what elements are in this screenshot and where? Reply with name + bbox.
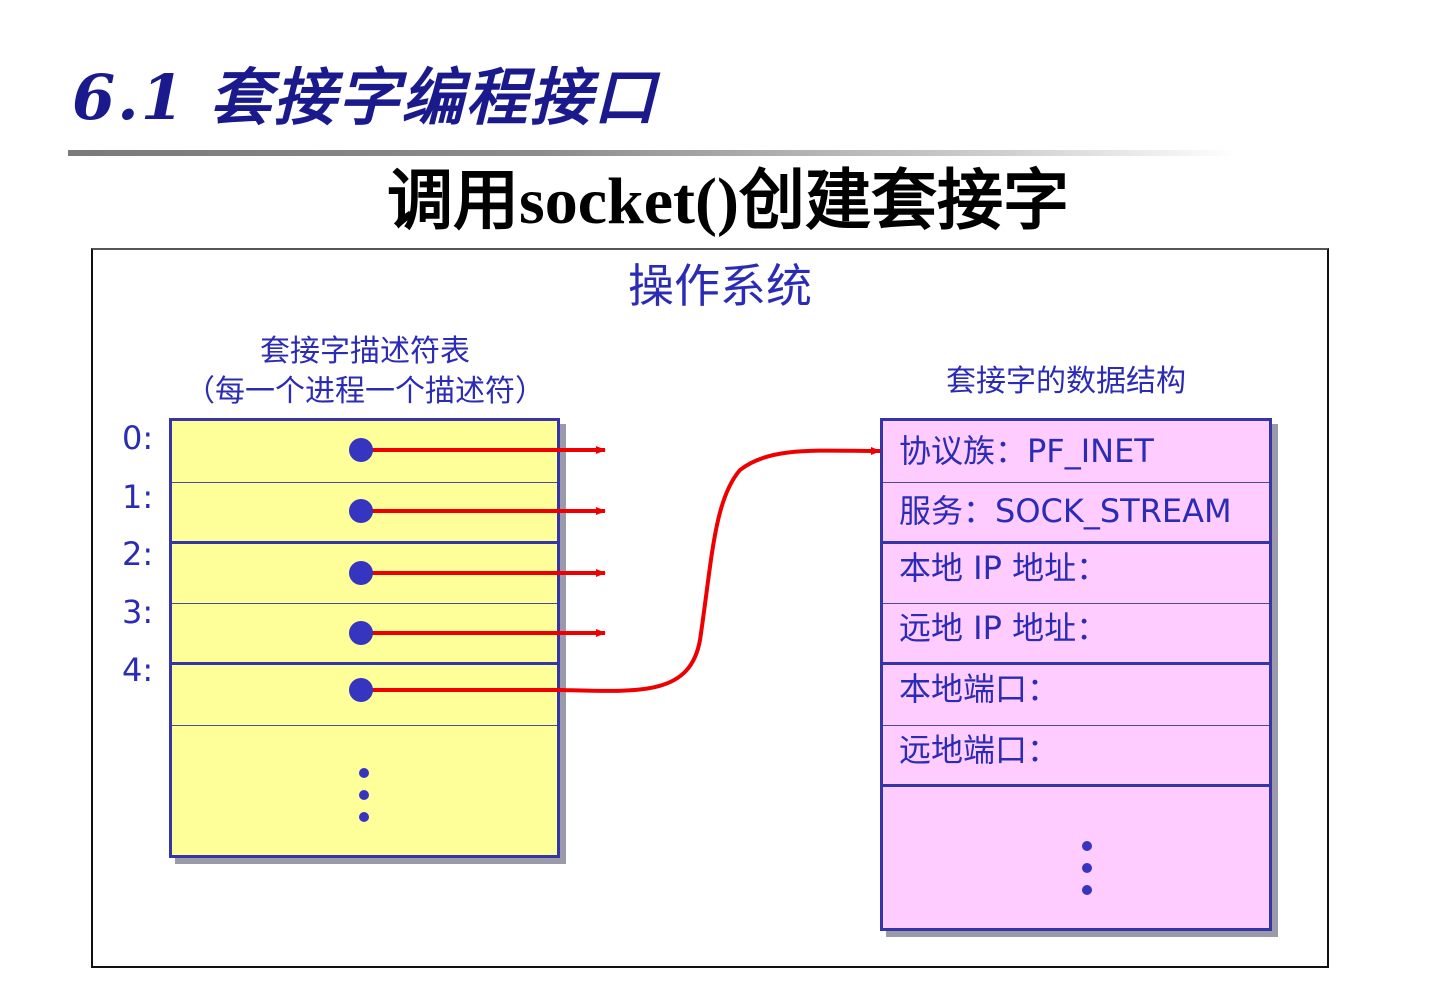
socket-field-row: 远地端口： bbox=[883, 726, 1269, 787]
descriptor-row-more bbox=[172, 726, 557, 855]
descriptor-table bbox=[169, 418, 560, 858]
field-remote-port: 远地端口： bbox=[899, 731, 1060, 769]
slide-subtitle: 调用socket()创建套接字 bbox=[387, 165, 1069, 238]
socket-field-row: 本地 IP 地址： bbox=[883, 544, 1269, 604]
socket-field-row: 本地端口： bbox=[883, 665, 1269, 726]
descriptor-index-0: 0: bbox=[122, 419, 154, 457]
field-protocol-family: 协议族：PF_INET bbox=[899, 432, 1154, 470]
socket-field-row: 远地 IP 地址： bbox=[883, 604, 1269, 665]
field-local-ip: 本地 IP 地址： bbox=[899, 549, 1109, 587]
descriptor-table-subcaption: （每一个进程一个描述符） bbox=[185, 374, 545, 409]
title-divider bbox=[68, 150, 1238, 156]
field-service-type: 服务：SOCK_STREAM bbox=[899, 492, 1232, 530]
descriptor-row-2 bbox=[172, 544, 557, 604]
descriptor-row-1 bbox=[172, 483, 557, 544]
descriptor-index-4: 4: bbox=[122, 651, 154, 689]
field-local-port: 本地端口： bbox=[899, 670, 1060, 708]
socket-data-structure: 协议族：PF_INET 服务：SOCK_STREAM 本地 IP 地址： 远地 … bbox=[880, 418, 1272, 931]
descriptor-row-4 bbox=[172, 665, 557, 726]
descriptor-index-1: 1: bbox=[122, 478, 154, 516]
descriptor-index-2: 2: bbox=[122, 535, 154, 573]
socket-field-row-more bbox=[883, 787, 1269, 928]
socket-structure-caption: 套接字的数据结构 bbox=[946, 364, 1186, 399]
field-remote-ip: 远地 IP 地址： bbox=[899, 609, 1109, 647]
operating-system-label: 操作系统 bbox=[628, 259, 812, 313]
descriptor-index-3: 3: bbox=[122, 593, 154, 631]
descriptor-row-0 bbox=[172, 421, 557, 483]
descriptor-table-caption: 套接字描述符表 bbox=[260, 334, 470, 369]
socket-field-row: 协议族：PF_INET bbox=[883, 421, 1269, 483]
socket-field-row: 服务：SOCK_STREAM bbox=[883, 483, 1269, 544]
slide-title: 6.1 套接字编程接口 bbox=[72, 61, 658, 134]
descriptor-row-3 bbox=[172, 604, 557, 665]
